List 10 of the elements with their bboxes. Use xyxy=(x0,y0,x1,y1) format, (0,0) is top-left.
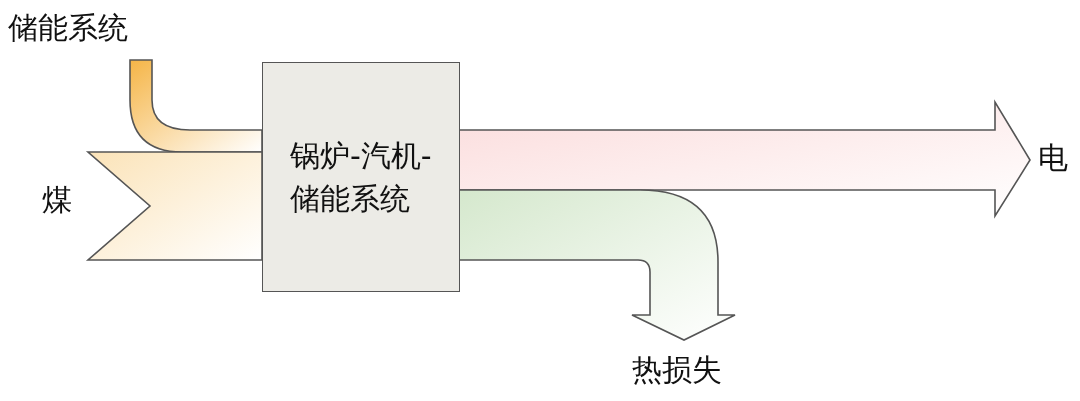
flow-arrow xyxy=(85,151,263,261)
box-label: 锅炉-汽机-储能系统 xyxy=(290,136,432,218)
flow-label: 储能系统 xyxy=(8,10,128,46)
flow-label: 热损失 xyxy=(632,352,722,388)
flow-arrow xyxy=(459,189,736,341)
flow-label: 煤 xyxy=(42,182,72,218)
flow-label: 电 xyxy=(1038,140,1068,176)
flow-arrow xyxy=(129,59,263,153)
process-box xyxy=(262,62,460,292)
flow-arrow xyxy=(459,99,1031,219)
